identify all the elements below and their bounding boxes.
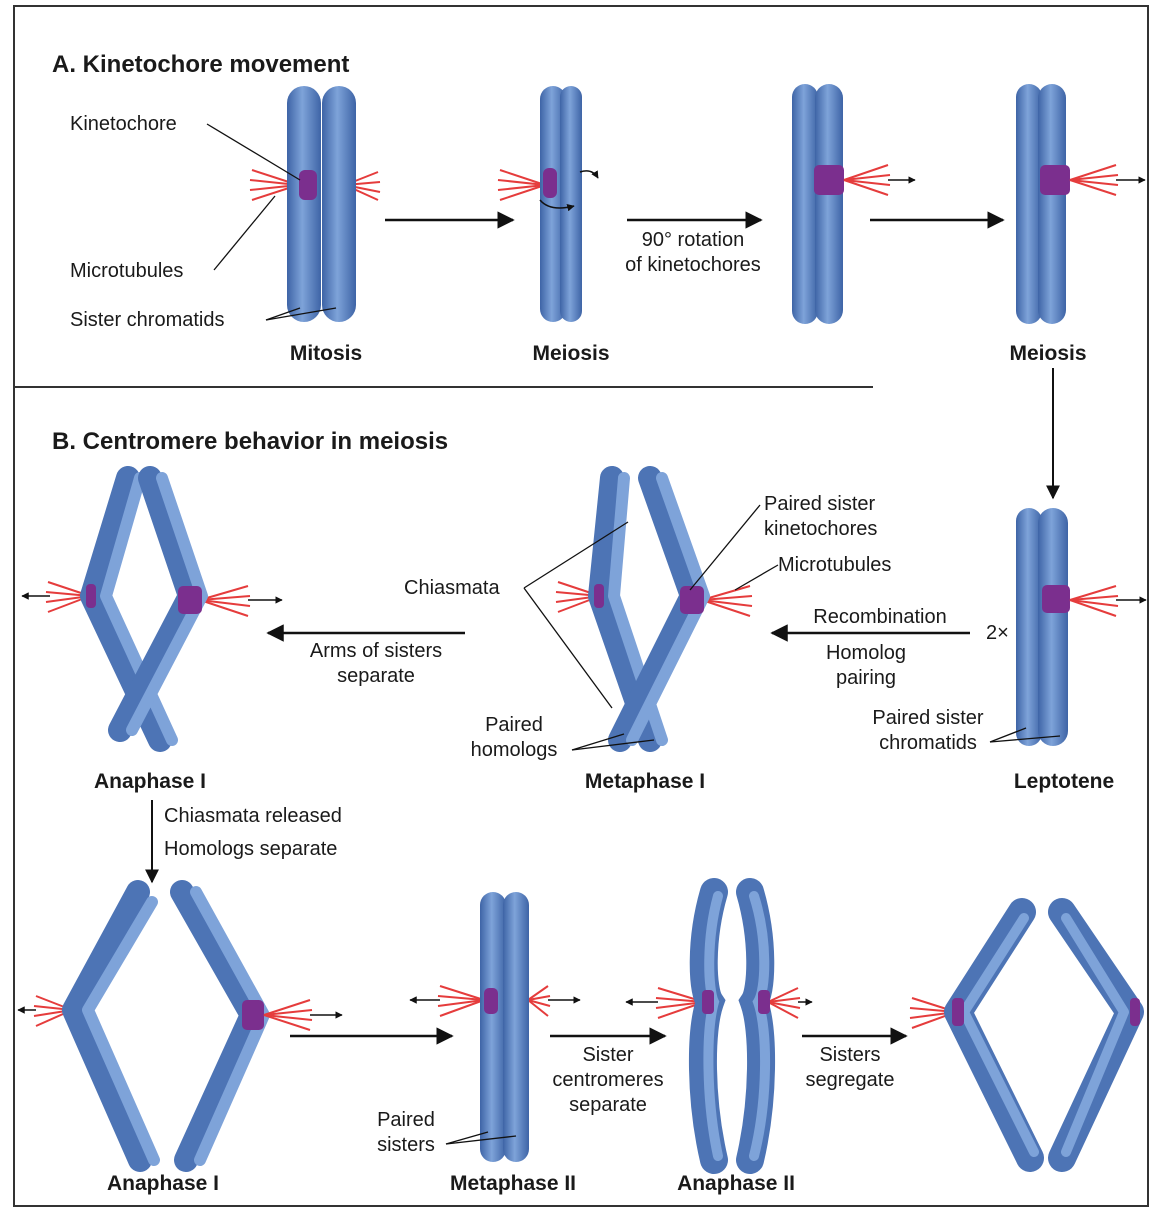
kinetochore [1130,998,1140,1026]
microtubules-right [1070,586,1118,616]
label-homolog-pairing: Homolog [826,642,906,664]
label-paired-sisters: Paired [377,1109,435,1131]
kinetochore [543,168,557,198]
kinetochore [680,586,704,614]
kinetochore [86,584,96,608]
label-paired-sister-chromatids: Paired sister [872,707,983,729]
mitosis-chromosome [250,86,380,322]
microtubules-left [438,986,484,1016]
label-arms-separate: Arms of sisters [310,640,442,662]
kinetochore [178,586,202,614]
metaphase-ii-chromosome [410,892,580,1162]
microtubules-right [200,586,250,616]
kinetochore [1042,585,1070,613]
label-sister-chromatids: Sister chromatids [70,309,225,331]
label-paired-sister-kinetochores: kinetochores [764,518,877,540]
sister-chromatid [1038,84,1066,324]
label-paired-homologs: homologs [471,739,558,761]
label-chiasmata-released: Chiasmata released [164,805,342,827]
microtubules-right [1070,165,1118,195]
sister-chromatid [815,84,843,324]
microtubules-left [498,170,545,200]
label-sisters-segregate: segregate [806,1069,895,1091]
sister-chromatid [1038,508,1068,746]
leader-line [690,505,760,590]
label-homologs-separate: Homologs separate [164,838,337,860]
stage-meiosis: Meiosis [1009,342,1086,365]
sister-chromatid [480,892,506,1162]
label-sister-centromeres: centromeres [552,1069,663,1091]
anaphase-i-separated-homologs [18,892,342,1160]
microtubules-right [264,1000,312,1030]
sister-chromatid [560,86,582,322]
meiosis-chromosome-1 [498,86,598,322]
stage-metaphase-ii: Metaphase II [450,1172,576,1195]
segregated-sisters [910,912,1140,1158]
sister-chromatid [503,892,529,1162]
kinetochore [594,584,604,608]
leader-line [735,565,778,590]
sister-chromatid [322,86,356,322]
stage-anaphase-i-bottom: Anaphase I [107,1172,219,1195]
label-arms-separate: separate [337,665,415,687]
sister-chromatid [792,84,818,324]
microtubules-right [844,165,890,195]
stage-leptotene: Leptotene [1014,770,1114,793]
leader-line [214,196,275,270]
label-paired-sister-kinetochores: Paired sister [764,493,875,515]
kinetochore [952,998,964,1026]
label-microtubules: Microtubules [70,260,183,282]
label-sisters-segregate: Sisters [819,1044,880,1066]
label-sister-centromeres: separate [569,1094,647,1116]
label-recombination: Recombination [813,606,946,628]
leader-line [207,124,300,180]
stage-metaphase-i: Metaphase I [585,770,705,793]
label-rotation: of kinetochores [625,254,761,276]
section-a-heading: A. Kinetochore movement [52,51,349,78]
label-paired-homologs: Paired [485,714,543,736]
label-2x: 2× [986,622,1009,644]
microtubules-right [528,986,550,1016]
label-rotation: 90° rotation [642,229,745,251]
sister-chromatid [287,86,321,322]
kinetochore [1040,165,1070,195]
microtubules-right [768,988,800,1018]
stage-meiosis: Meiosis [532,342,609,365]
metaphase-i-bivalent [556,478,752,740]
label-chiasmata: Chiasmata [404,577,500,599]
kinetochore [299,170,317,200]
anaphase-ii-chromatids [626,892,812,1160]
stage-anaphase-ii: Anaphase II [677,1172,795,1195]
label-microtubules-b: Microtubules [778,554,891,576]
meiosis-chromosome-2 [1016,84,1145,324]
stage-anaphase-i: Anaphase I [94,770,206,793]
rotation-arrow-icon [580,171,598,178]
kinetochore [242,1000,264,1030]
stage-mitosis: Mitosis [290,342,362,365]
kinetochore [814,165,844,195]
section-b-heading: B. Centromere behavior in meiosis [52,428,448,455]
kinetochore [484,988,498,1014]
label-paired-sister-chromatids: chromatids [879,732,977,754]
kinetochore [758,990,770,1014]
label-paired-sisters: sisters [377,1134,435,1156]
label-kinetochore: Kinetochore [70,113,177,135]
microtubules-right [702,586,752,616]
kinetochore [702,990,714,1014]
leptotene-chromosome [1016,508,1146,746]
label-sister-centromeres: Sister [582,1044,633,1066]
anaphase-i-bivalent [22,478,282,740]
rotating-chromosome [792,84,915,324]
label-homolog-pairing: pairing [836,667,896,689]
